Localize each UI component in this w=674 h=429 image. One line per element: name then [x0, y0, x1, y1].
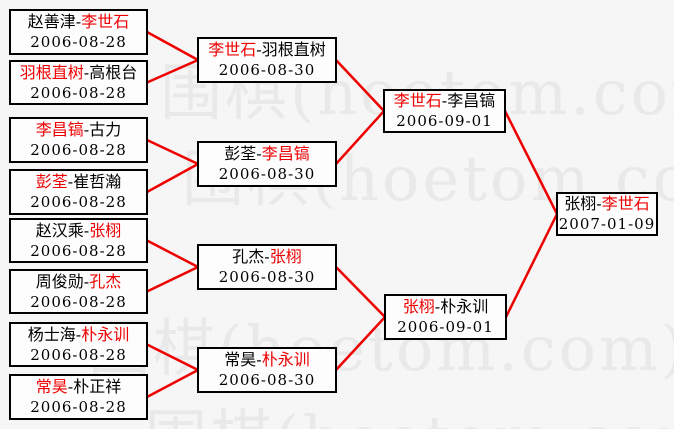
- dash-separator: -: [75, 12, 82, 31]
- player-name: 彭荃: [35, 172, 68, 191]
- player-name: 朴永训: [81, 324, 130, 344]
- dash-separator: -: [264, 247, 270, 266]
- watermark-text: 围棋(hoetom.com): [145, 388, 674, 429]
- dash-separator: -: [75, 324, 82, 344]
- player-name: 高根台: [89, 62, 138, 82]
- match-players: 李世石-羽根直树: [208, 39, 325, 60]
- match-box-round1-1: 赵善津-李世石 2006-08-28: [9, 9, 148, 55]
- dash-separator: -: [256, 350, 262, 369]
- match-box-round1-2: 羽根直树-高根台 2006-08-28: [9, 60, 148, 105]
- match-players: 孔杰-张栩: [232, 246, 301, 267]
- match-players: 李世石-李昌镐: [394, 90, 495, 111]
- player-name: 杨士海: [27, 324, 76, 344]
- player-name: 李昌镐: [35, 120, 84, 139]
- match-players: 常昊-朴永训: [224, 349, 309, 370]
- player-name: 张栩: [269, 247, 302, 266]
- dash-separator: -: [256, 144, 262, 163]
- player-name: 赵汉乘: [35, 220, 84, 240]
- match-date: 2006-08-28: [30, 193, 127, 211]
- player-name: 李世石: [393, 91, 442, 110]
- dash-separator: -: [83, 62, 90, 82]
- player-name: 崔哲瀚: [73, 172, 122, 191]
- player-name: 古力: [89, 120, 122, 139]
- match-date: 2006-08-28: [30, 33, 127, 51]
- match-players: 常昊-朴正祥: [36, 376, 121, 397]
- match-players: 彭荃-崔哲瀚: [36, 171, 121, 192]
- match-players: 杨士海-朴永训: [28, 324, 129, 345]
- dash-separator: -: [67, 172, 74, 191]
- dash-separator: -: [256, 40, 262, 59]
- match-box-semifinal-2: 张栩-朴永训 2006-09-01: [384, 294, 507, 340]
- match-players: 赵善津-李世石: [28, 11, 129, 32]
- dash-separator: -: [67, 377, 74, 396]
- dash-separator: -: [83, 271, 90, 291]
- player-name: 常昊: [224, 350, 257, 369]
- match-box-round1-6: 周俊勋-孔杰 2006-08-28: [9, 269, 148, 314]
- dash-separator: -: [441, 91, 448, 110]
- dash-separator: -: [83, 220, 90, 240]
- match-box-round1-5: 赵汉乘-张栩 2006-08-28: [9, 218, 148, 263]
- player-name: 常昊: [35, 377, 68, 396]
- player-name: 李世石: [208, 40, 257, 59]
- player-name: 朴正祥: [73, 377, 122, 396]
- player-name: 张栩: [89, 220, 122, 240]
- match-box-final: 张栩-李世石 2007-01-09: [556, 192, 658, 236]
- match-date: 2006-09-01: [396, 112, 493, 130]
- match-players: 李昌镐-古力: [36, 119, 121, 140]
- match-date: 2006-08-28: [30, 398, 127, 416]
- match-date: 2006-08-30: [218, 165, 316, 183]
- match-date: 2006-08-28: [30, 83, 127, 102]
- match-players: 羽根直树-高根台: [20, 62, 137, 83]
- player-name: 孔杰: [232, 247, 265, 266]
- match-date: 2006-08-28: [30, 345, 127, 364]
- dash-separator: -: [596, 194, 602, 213]
- match-date: 2006-08-30: [218, 371, 316, 389]
- match-date: 2007-01-09: [558, 215, 656, 233]
- match-box-round2-4: 常昊-朴永训 2006-08-30: [197, 347, 337, 393]
- match-box-semifinal-1: 李世石-李昌镐 2006-09-01: [383, 89, 506, 133]
- match-date: 2006-08-30: [218, 268, 316, 286]
- player-name: 李昌镐: [261, 144, 310, 163]
- match-players: 赵汉乘-张栩: [36, 220, 121, 241]
- dash-separator: -: [83, 120, 90, 139]
- match-date: 2006-08-28: [30, 292, 127, 311]
- match-date: 2006-08-30: [218, 61, 316, 79]
- match-box-round2-2: 彭荃-李昌镐 2006-08-30: [197, 141, 337, 187]
- match-players: 张栩-朴永训: [403, 296, 488, 317]
- match-players: 张栩-李世石: [564, 193, 649, 214]
- player-name: 羽根直树: [261, 40, 326, 59]
- player-name: 张栩: [402, 297, 435, 316]
- player-name: 彭荃: [224, 144, 257, 163]
- match-box-round1-8: 常昊-朴正祥 2006-08-28: [9, 374, 148, 420]
- watermark-text: 围棋(hoetom.com): [88, 312, 674, 385]
- player-name: 羽根直树: [19, 62, 84, 82]
- match-date: 2006-09-01: [397, 318, 494, 336]
- player-name: 张栩: [564, 194, 597, 213]
- match-date: 2006-08-28: [30, 241, 127, 260]
- match-box-round1-7: 杨士海-朴永训 2006-08-28: [9, 322, 148, 367]
- player-name: 周俊勋: [35, 271, 84, 291]
- player-name: 赵善津: [27, 12, 76, 31]
- match-box-round1-4: 彭荃-崔哲瀚 2006-08-28: [9, 169, 148, 215]
- match-box-round2-1: 李世石-羽根直树 2006-08-30: [197, 37, 337, 83]
- match-box-round1-3: 李昌镐-古力 2006-08-28: [9, 117, 148, 163]
- player-name: 李昌镐: [447, 91, 496, 110]
- player-name: 朴永训: [261, 350, 310, 369]
- dash-separator: -: [434, 297, 441, 316]
- match-date: 2006-08-28: [30, 141, 127, 159]
- match-box-round2-3: 孔杰-张栩 2006-08-30: [197, 244, 337, 290]
- player-name: 朴永训: [440, 297, 489, 316]
- player-name: 孔杰: [89, 271, 122, 291]
- player-name: 李世石: [601, 194, 650, 213]
- player-name: 李世石: [81, 12, 130, 31]
- match-players: 彭荃-李昌镐: [224, 143, 309, 164]
- match-players: 周俊勋-孔杰: [36, 271, 121, 292]
